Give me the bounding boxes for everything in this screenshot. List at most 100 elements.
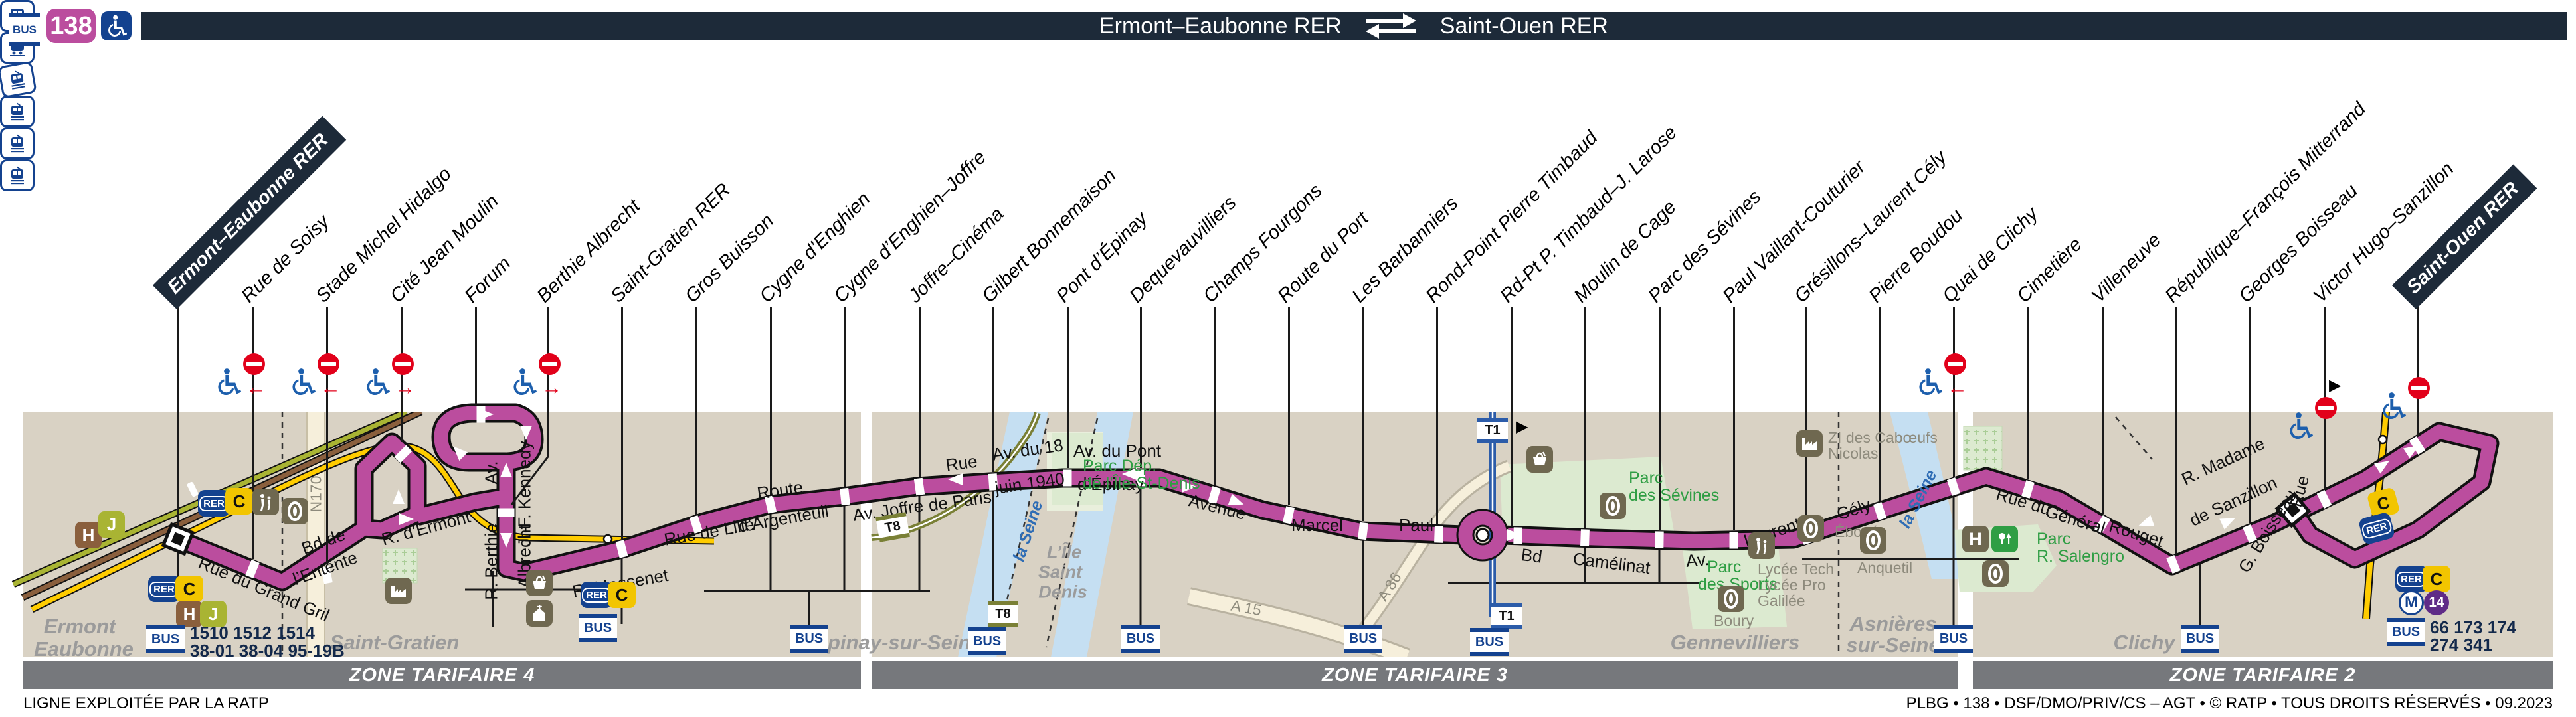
no-entry-icon (1944, 353, 1966, 375)
stop-mark (1946, 477, 1961, 496)
stop-mark (1358, 522, 1368, 540)
stop-mark (1208, 486, 1221, 505)
stop-mark (1729, 532, 1738, 549)
station-stem (769, 307, 772, 495)
logo-rer: RER (2395, 566, 2427, 592)
stop-mark (689, 515, 703, 534)
direction-arrow (520, 426, 532, 440)
logo-bus: BUS (579, 614, 617, 642)
terminus-square (161, 522, 195, 556)
poi-ped-icon (1748, 532, 1775, 559)
logo-t8: T8 (988, 601, 1018, 627)
map-label-st: d’Épinay (1077, 474, 1144, 494)
station-stem (251, 307, 254, 559)
direction-arrow (393, 489, 405, 504)
icon-tram (0, 96, 35, 127)
logo-bus: BUS (968, 627, 1006, 655)
restriction-direction-arrow: → (395, 376, 415, 399)
station-label: Gilbert Bonnemaison (978, 165, 1121, 307)
station-label: Champs Fourgons (1199, 180, 1327, 307)
stop-mark (840, 487, 850, 506)
logo-rer: RER (581, 582, 612, 608)
direction-arrow (1228, 493, 1244, 505)
map-label-st: Av. du Pont (1073, 441, 1162, 461)
poi-stad-icon (1600, 493, 1626, 519)
logo-t1: T1 (1477, 418, 1508, 443)
direction-arrow (948, 473, 963, 485)
terminus-square (2274, 491, 2312, 528)
direction-arrow (479, 408, 494, 420)
map-label-com: Clichy (2113, 631, 2175, 654)
map-label-com: Eaubonne (34, 637, 134, 661)
station-label: Forum (460, 252, 515, 307)
route-title-bar: Ermont–Eaubonne RER Saint-Ouen RER (141, 12, 2567, 40)
wheelchair-restriction-icon (511, 353, 580, 406)
poi-basket-icon (1526, 446, 1553, 473)
stop-mark (1873, 502, 1887, 520)
stop-mark (245, 559, 260, 579)
icon-tram (0, 60, 37, 99)
terminus-to: Saint-Ouen RER (1439, 13, 1608, 39)
stop-mark (1283, 506, 1295, 524)
station-stem (1804, 307, 1807, 526)
fare-zone-bar: ZONE TARIFAIRE 3 (872, 661, 1958, 689)
stop-mark (321, 566, 333, 584)
map-label-com: Ermont (43, 615, 116, 638)
station-label: Villeneuve (2087, 229, 2165, 307)
stop-mark (615, 540, 628, 558)
direction-arrow (500, 463, 512, 477)
no-entry-icon (2408, 377, 2430, 399)
station-stem (1362, 307, 1364, 521)
poi-ped-icon (252, 489, 279, 515)
map-label-st: Rue (944, 451, 979, 475)
operator-note: LIGNE EXPLOITÉE PAR LA RATP (23, 694, 269, 712)
map-label-st: Marcel (1291, 515, 1344, 535)
restriction-direction-arrow: → (541, 376, 562, 399)
logo-c: C (2423, 566, 2450, 592)
wheelchair-restriction-icon (2380, 377, 2449, 430)
map-label-pk: Parc (1707, 558, 1742, 576)
logo-mm: M (2399, 590, 2424, 615)
direction-arrow (453, 446, 468, 461)
poi-stad-icon (1718, 586, 1744, 612)
map-label-pk: Parc (2037, 530, 2071, 548)
station-stem (325, 307, 328, 564)
map-label-gr: Boury (1714, 612, 1754, 629)
stop-mark (394, 445, 413, 463)
map-label-st: Av. (481, 461, 502, 485)
logo-c: C (225, 488, 253, 515)
wheelchair-restriction-icon (290, 353, 359, 406)
station-stem (1952, 307, 1955, 477)
direction-arrow (1507, 529, 1522, 541)
station-stem (1879, 307, 1881, 501)
map-label-com: Gennevilliers (1670, 631, 1800, 654)
poi-basket-icon (526, 570, 553, 596)
station-stem (1139, 307, 1142, 468)
map-label-gr: Anquetil (1857, 559, 1913, 576)
station-stem (992, 307, 994, 472)
map-label-st: Paul (1399, 515, 1434, 535)
station-stem (1732, 307, 1735, 530)
station-label: Stade Michel Hidalgo (312, 163, 456, 307)
map-label-gr: N170 (307, 475, 325, 513)
station-stem (1510, 307, 1513, 526)
poi-stad-icon (1860, 527, 1886, 554)
logo-hh: H (176, 601, 203, 627)
station-stem (2175, 307, 2177, 554)
logo-c: C (175, 576, 203, 602)
wheelchair-restriction-icon (364, 353, 433, 406)
logo-bus: BUS (2387, 618, 2425, 646)
icon-tram (0, 159, 35, 191)
map-label-nb: 38-01 38-04 95-19B (190, 641, 345, 661)
station-label: Saint-Ouen RER (2391, 164, 2537, 309)
map-label-gr: Nicolas (1828, 445, 1879, 462)
station-stem (844, 307, 846, 487)
map-label-st: R. Berthie (481, 523, 502, 600)
stop-mark (1063, 469, 1072, 487)
station-stem (918, 307, 921, 477)
logo-t8: T8 (875, 512, 910, 542)
stop-mark (2409, 436, 2426, 455)
oneway-stop-triangle-icon: ▶ (2329, 376, 2342, 394)
map-label-is: Saint (1038, 562, 1083, 582)
map-label-gr: Lycée Pro (1758, 576, 1826, 594)
